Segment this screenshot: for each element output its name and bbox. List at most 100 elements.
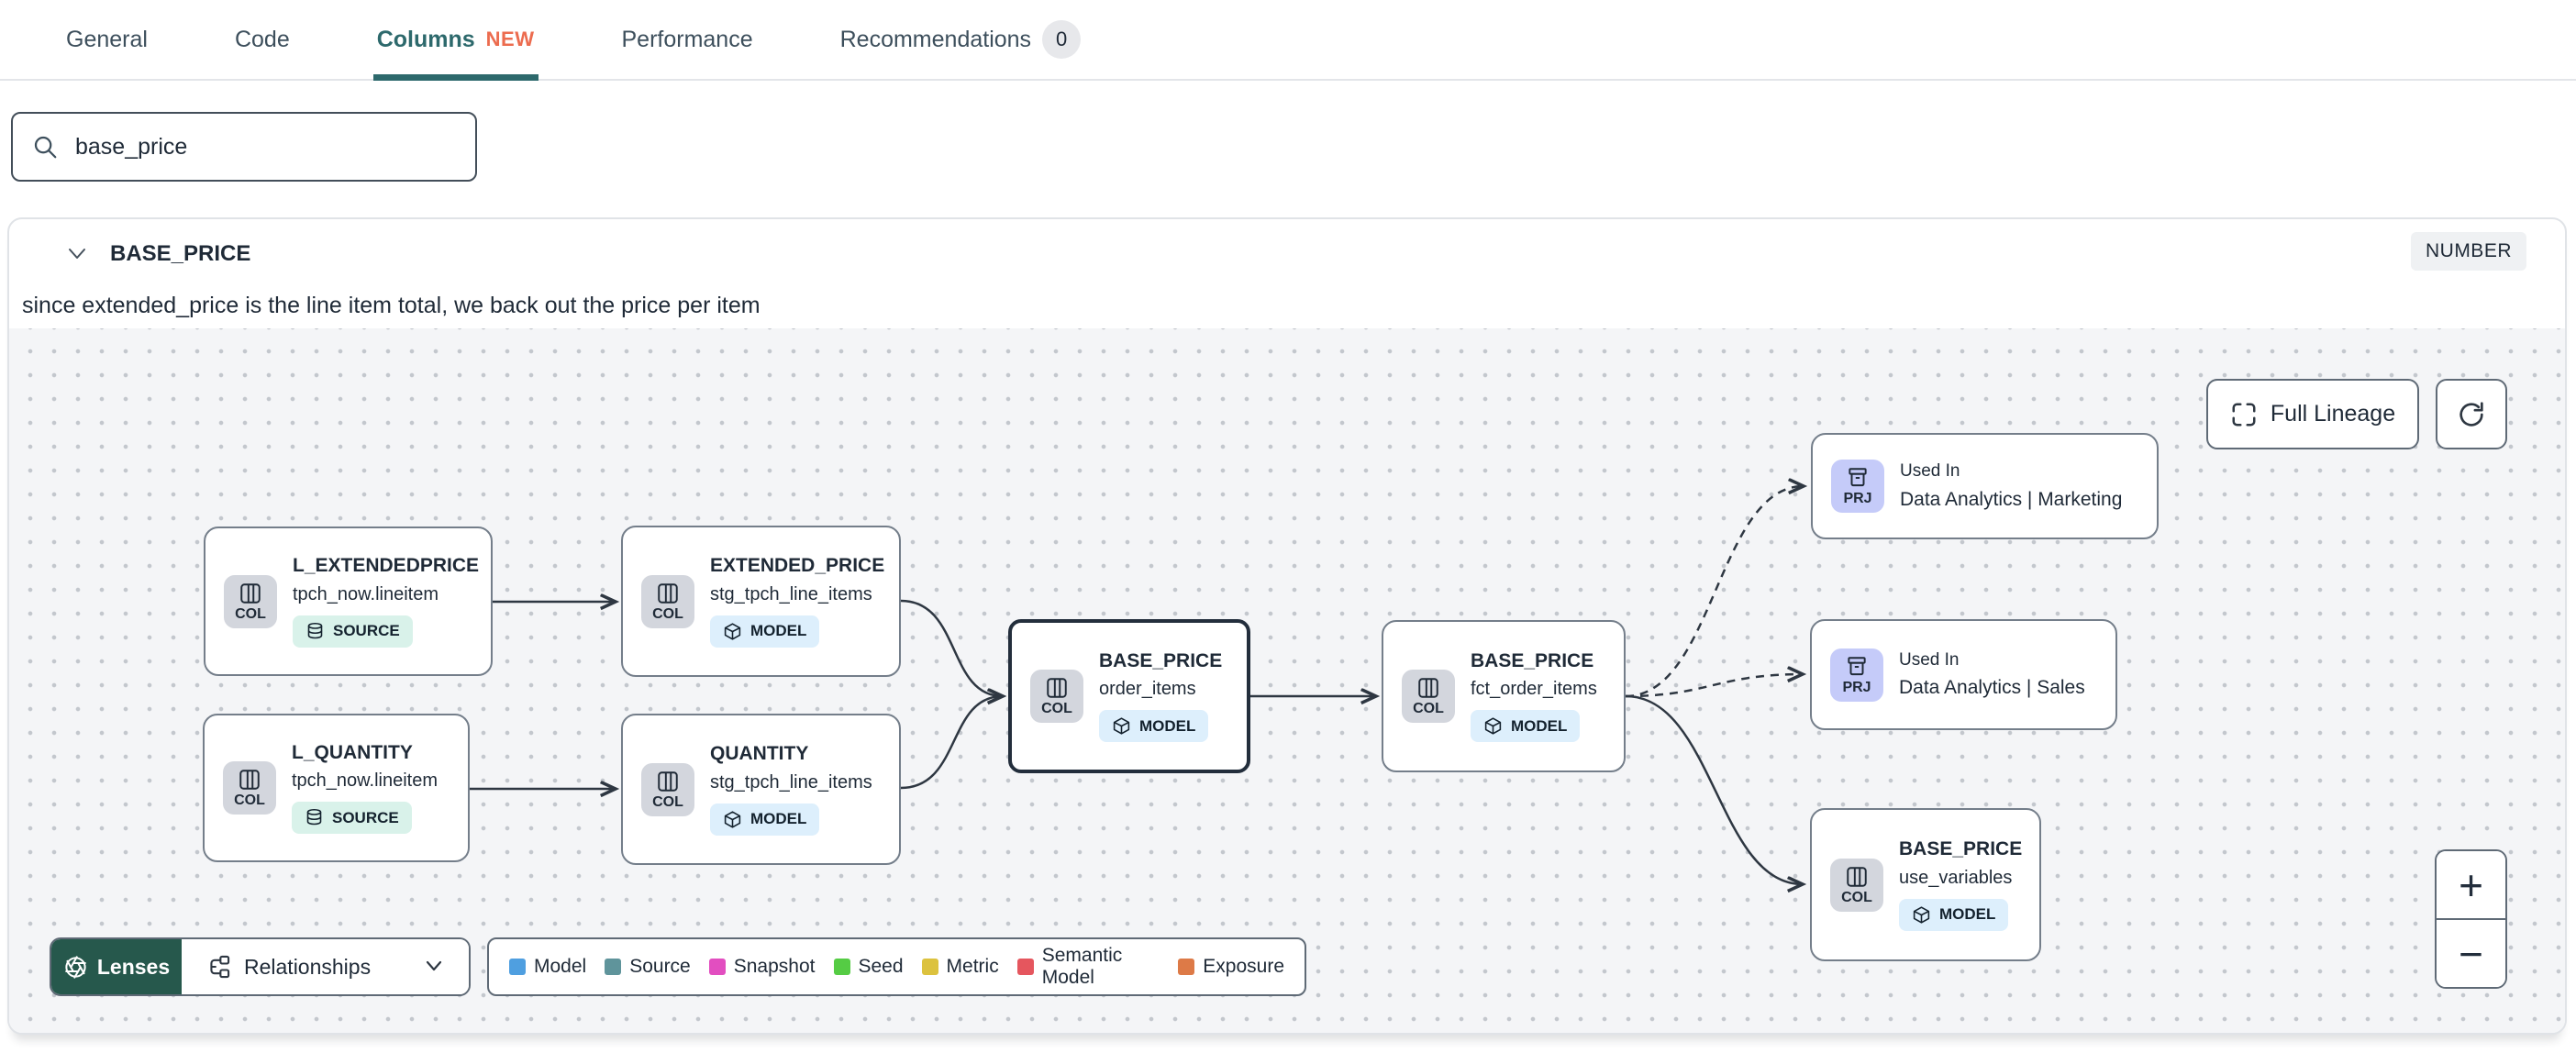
tab-recommendations[interactable]: Recommendations 0 xyxy=(840,0,1082,79)
resource-type-badge: MODEL xyxy=(1471,710,1581,743)
resource-type-badge: SOURCE xyxy=(292,802,412,835)
source-database-icon xyxy=(305,808,324,827)
node-text: L_QUANTITY tpch_now.lineitem SOURCE xyxy=(292,741,438,835)
legend-swatch xyxy=(509,959,526,975)
chip-label: PRJ xyxy=(1843,491,1872,506)
tab-performance[interactable]: Performance xyxy=(622,0,753,79)
node-title: BASE_PRICE xyxy=(1471,649,1594,671)
project-chip: PRJ xyxy=(1830,648,1883,702)
legend-swatch xyxy=(833,959,850,975)
refresh-button[interactable] xyxy=(2436,379,2507,449)
chip-label: COL xyxy=(1841,889,1872,905)
node-subtitle: tpch_now.lineitem xyxy=(293,583,439,604)
lineage-node-used-in-sales[interactable]: PRJ Used In Data Analytics | Sales xyxy=(1810,619,2117,730)
chevron-down-icon xyxy=(66,247,88,261)
badge-label: MODEL xyxy=(1511,716,1568,735)
node-text: BASE_PRICE order_items MODEL xyxy=(1099,649,1223,743)
column-chip: COL xyxy=(641,574,694,628)
node-text: BASE_PRICE use_variables MODEL xyxy=(1899,838,2023,931)
column-card-header: BASE_PRICE NUMBER since extended_price i… xyxy=(9,219,2565,328)
collapse-button[interactable] xyxy=(57,234,97,274)
full-lineage-button[interactable]: Full Lineage xyxy=(2206,379,2419,449)
lineage-node-quantity[interactable]: COL QUANTITY stg_tpch_line_items MODEL xyxy=(621,714,901,865)
tab-columns[interactable]: Columns NEW xyxy=(372,0,539,81)
legend-swatch xyxy=(708,959,726,975)
tab-general[interactable]: General xyxy=(66,0,148,79)
legend-label: Exposure xyxy=(1203,956,1284,977)
column-search[interactable] xyxy=(11,112,477,182)
node-title: L_QUANTITY xyxy=(292,741,413,763)
chip-label: COL xyxy=(1413,701,1444,716)
lineage-node-l-quantity[interactable]: COL L_QUANTITY tpch_now.lineitem SOURCE xyxy=(203,714,470,862)
lineage-node-base-price-order-items[interactable]: COL BASE_PRICE order_items MODEL xyxy=(1008,619,1250,773)
node-text: BASE_PRICE fct_order_items MODEL xyxy=(1471,649,1597,743)
legend-label: Model xyxy=(534,956,587,977)
chip-label: COL xyxy=(234,793,265,808)
search-input[interactable] xyxy=(75,133,457,161)
legend-swatch xyxy=(1178,959,1195,975)
tab-code[interactable]: Code xyxy=(235,0,290,79)
node-title: EXTENDED_PRICE xyxy=(710,555,885,577)
lineage-node-base-price-use-variables[interactable]: COL BASE_PRICE use_variables MODEL xyxy=(1810,808,2041,961)
lineage-node-extended-price[interactable]: COL EXTENDED_PRICE stg_tpch_line_items M… xyxy=(621,526,901,677)
edge xyxy=(1625,674,1803,698)
lineage-node-l-extendedprice[interactable]: COL L_EXTENDEDPRICE tpch_now.lineitem SO… xyxy=(204,526,493,676)
resource-type-badge: MODEL xyxy=(710,615,820,648)
lenses-button[interactable]: Lenses xyxy=(51,939,182,994)
zoom-out-button[interactable]: − xyxy=(2437,920,2505,987)
resource-legend: Model Source Snapshot Seed Metric Semant… xyxy=(487,937,1306,996)
chip-label: COL xyxy=(652,793,683,810)
zoom-control: + − xyxy=(2435,849,2507,989)
column-chip: COL xyxy=(1030,670,1083,723)
lineage-node-base-price-fct-order-items[interactable]: COL BASE_PRICE fct_order_items MODEL xyxy=(1382,620,1626,772)
columns-icon xyxy=(656,770,680,793)
refresh-icon xyxy=(2457,400,2486,429)
node-text: L_EXTENDEDPRICE tpch_now.lineitem SOURCE xyxy=(293,555,480,648)
resource-type-badge: MODEL xyxy=(710,803,820,836)
node-title: BASE_PRICE xyxy=(1099,649,1223,671)
model-cube-icon xyxy=(723,622,742,641)
node-text: QUANTITY stg_tpch_line_items MODEL xyxy=(710,743,872,836)
column-card: BASE_PRICE NUMBER since extended_price i… xyxy=(7,217,2567,1035)
zoom-in-button[interactable]: + xyxy=(2437,851,2505,920)
lineage-graph-canvas[interactable]: COL L_EXTENDEDPRICE tpch_now.lineitem SO… xyxy=(9,328,2565,1033)
edge xyxy=(900,599,1003,696)
column-chip: COL xyxy=(224,574,277,628)
node-text: Used In Data Analytics | Sales xyxy=(1899,650,2085,700)
model-cube-icon xyxy=(1483,716,1503,736)
project-archive-icon xyxy=(1845,655,1869,679)
node-subtitle: tpch_now.lineitem xyxy=(292,770,438,792)
node-title: L_EXTENDEDPRICE xyxy=(293,555,480,577)
chevron-down-icon xyxy=(423,959,445,974)
relationships-dropdown[interactable]: Relationships xyxy=(182,939,469,994)
column-chip: COL xyxy=(223,761,276,815)
tab-label: Performance xyxy=(621,26,753,52)
lineage-edges xyxy=(470,328,2565,1033)
badge-label: MODEL xyxy=(750,622,807,640)
edge xyxy=(1625,486,1804,698)
legend-label: Semantic Model xyxy=(1041,945,1123,988)
node-subtitle: stg_tpch_line_items xyxy=(710,583,872,604)
new-badge: NEW xyxy=(485,28,535,50)
badge-label: SOURCE xyxy=(332,808,399,826)
edge xyxy=(900,696,1003,790)
badge-label: MODEL xyxy=(1939,905,1996,924)
columns-icon xyxy=(1845,865,1869,889)
resource-type-badge: MODEL xyxy=(1099,710,1209,743)
node-title: BASE_PRICE xyxy=(1899,838,2023,860)
tab-label: General xyxy=(66,26,148,52)
columns-icon xyxy=(1416,676,1440,700)
resource-type-badge: SOURCE xyxy=(293,615,413,648)
used-in-label: Used In xyxy=(1900,461,1960,481)
lineage-node-used-in-marketing[interactable]: PRJ Used In Data Analytics | Marketing xyxy=(1811,433,2159,539)
badge-label: MODEL xyxy=(1139,716,1196,735)
columns-icon xyxy=(1045,676,1069,700)
legend-item-source: Source xyxy=(605,956,691,978)
node-text: Used In Data Analytics | Marketing xyxy=(1900,461,2122,511)
project-chip: PRJ xyxy=(1831,460,1884,513)
expand-icon xyxy=(2230,401,2258,428)
legend-item-snapshot: Snapshot xyxy=(708,956,816,978)
legend-item-seed: Seed xyxy=(833,956,904,978)
used-in-label: Used In xyxy=(1899,649,1960,670)
project-name: Data Analytics | Marketing xyxy=(1900,488,2123,510)
